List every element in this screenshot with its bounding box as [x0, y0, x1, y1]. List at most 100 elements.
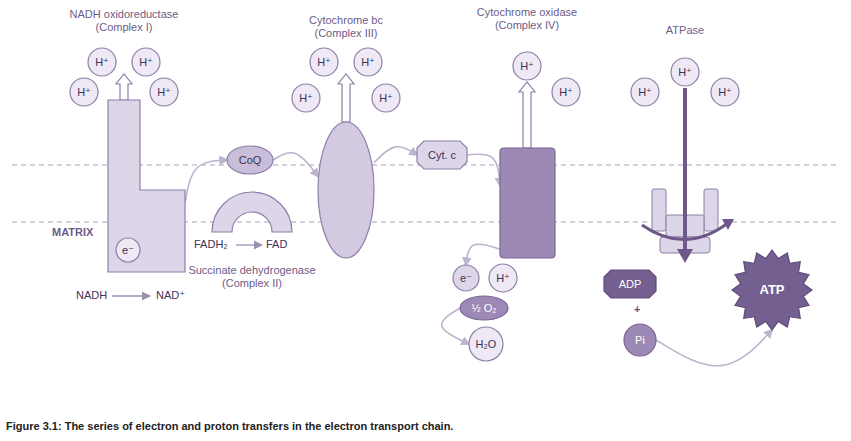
proton-circle: H⁺ — [552, 78, 580, 106]
outline-path — [318, 122, 374, 258]
complex-heading: Cytochrome bc (Complex III) — [298, 14, 394, 40]
node-text: H⁺ — [95, 56, 109, 69]
complex-one: NADH oxidoreductase (Complex I)e⁻ — [108, 100, 185, 272]
proton-pump-arrow — [116, 74, 132, 100]
molecule-label: FADH₂ — [194, 238, 228, 251]
proton-circle: H⁺ — [292, 84, 320, 112]
proton-circle: H⁺ — [513, 52, 541, 80]
coenzyme-q: CoQ — [227, 146, 273, 174]
proton-pump-arrow — [338, 74, 354, 122]
outline-path — [292, 84, 320, 112]
figure-caption: Figure 3.1: The series of electron and p… — [6, 420, 453, 433]
cytochrome-c: Cyt. c — [417, 141, 467, 169]
complex-heading: Succinate dehydrogenase (Complex II) — [186, 264, 318, 290]
phosphate-circle: Pi — [624, 324, 656, 356]
proton-circle: H⁺ — [150, 78, 178, 106]
molecule-label: FAD — [266, 238, 287, 251]
node-text: H⁺ — [520, 60, 534, 73]
node-text: H⁺ — [77, 86, 91, 99]
outline-path — [711, 78, 739, 106]
stator-part — [652, 189, 666, 231]
electron-flow-arrow — [467, 154, 500, 185]
outline-path — [604, 270, 656, 298]
node-text: H⁺ — [139, 56, 153, 69]
proton-pump-arrow — [519, 82, 535, 148]
proton-circle: H⁺ — [310, 48, 338, 76]
outline-path — [310, 48, 338, 76]
proton-flow-arrowhead — [677, 249, 693, 263]
text-holder: H⁺ — [354, 48, 382, 76]
node-text: e⁻ — [460, 272, 472, 285]
proton-circle: H⁺ — [711, 78, 739, 106]
oxygen-ellipse: ½ O₂ — [460, 296, 508, 320]
node-text: H⁺ — [157, 86, 171, 99]
region-label: MATRIX — [52, 226, 93, 239]
text-holder: Cyt. c — [417, 141, 467, 169]
outline-path — [631, 78, 659, 106]
node-text: ATP — [759, 283, 784, 298]
node-text: Pi — [635, 334, 645, 347]
outline-path — [212, 192, 292, 232]
proton-circle: H⁺ — [372, 84, 400, 112]
text-holder: H⁺ — [372, 84, 400, 112]
outline-path — [732, 250, 812, 330]
electron-flow-arrow — [374, 147, 417, 163]
text-holder: e⁻ — [453, 265, 479, 291]
text-holder: H⁺ — [711, 78, 739, 106]
complex-four: Cytochrome oxidase (Complex IV) — [500, 148, 555, 258]
proton-circle: H⁺ — [671, 58, 699, 86]
outline-path — [460, 296, 508, 320]
text-holder: Pi — [624, 324, 656, 356]
outline-path — [624, 324, 656, 356]
node-text: H⁺ — [299, 92, 313, 105]
outline-path — [150, 78, 178, 106]
outline-path — [489, 264, 517, 292]
electron-circle: e⁻ — [116, 238, 140, 262]
complex-two: Succinate dehydrogenase (Complex II) — [212, 192, 292, 232]
proton-circle: H⁺ — [489, 264, 517, 292]
node-outline — [212, 192, 292, 232]
proton-circle: H⁺ — [88, 48, 116, 76]
outline-path — [372, 84, 400, 112]
outline-path — [552, 78, 580, 106]
outline-path — [417, 141, 467, 169]
proton-circle: H⁺ — [132, 48, 160, 76]
proton-circle: H⁺ — [70, 78, 98, 106]
electron-flow-arrow — [273, 153, 318, 177]
electron-flow-arrow — [656, 330, 772, 366]
atpase-parts — [642, 88, 734, 263]
adp-shape: ADP — [604, 270, 656, 298]
outline-path — [70, 78, 98, 106]
node-outline — [500, 148, 555, 258]
node-text: H⁺ — [317, 56, 331, 69]
stator-part — [704, 189, 718, 231]
electron-flow-arrow — [185, 160, 227, 203]
text-holder: H⁺ — [489, 264, 517, 292]
proton-flow-arrow — [683, 88, 687, 251]
electron-circle: e⁻ — [453, 265, 479, 291]
node-text: H⁺ — [718, 86, 732, 99]
outline-path — [513, 52, 541, 80]
text-holder: H⁺ — [88, 48, 116, 76]
node-text: H⁺ — [496, 272, 510, 285]
complex-heading: ATPase — [645, 24, 725, 37]
text-holder: H⁺ — [513, 52, 541, 80]
plus-sign: + — [634, 303, 640, 316]
outline-path — [453, 265, 479, 291]
text-holder: H⁺ — [150, 78, 178, 106]
molecule-label: NAD⁺ — [156, 289, 185, 302]
outline-path — [469, 327, 503, 361]
complex-heading: NADH oxidoreductase (Complex I) — [62, 8, 186, 34]
node-text: H₂O — [476, 338, 497, 351]
outline-path — [227, 146, 273, 174]
text-holder: ½ O₂ — [460, 296, 508, 320]
node-text: H⁺ — [559, 86, 573, 99]
complex-three: Cytochrome bc (Complex III) — [318, 122, 374, 258]
text-holder: ATP — [732, 250, 812, 330]
molecule-label: NADH — [76, 289, 107, 302]
text-holder: e⁻ — [116, 238, 140, 262]
node-text: e⁻ — [122, 244, 134, 257]
text-holder: H⁺ — [292, 84, 320, 112]
node-outline — [648, 185, 722, 258]
